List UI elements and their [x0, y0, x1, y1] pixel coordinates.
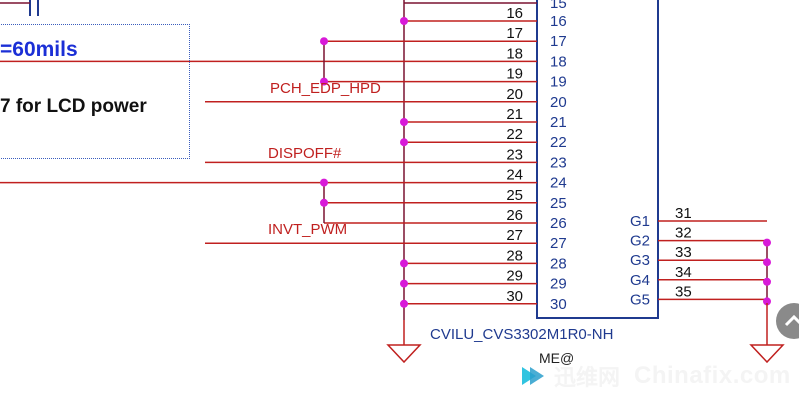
- net-label-invt-pwm: INVT_PWM: [268, 221, 347, 238]
- junction-pin-22: [400, 138, 408, 147]
- capacitor-symbol: [29, 0, 39, 16]
- pin-number-21: 21: [550, 114, 567, 131]
- pin-number-25: 25: [550, 195, 567, 212]
- wire-number-21: 21: [506, 106, 523, 123]
- wires-layer: [0, 0, 771, 320]
- trace-width-note: =60mils: [0, 38, 78, 61]
- me-label: ME@: [539, 350, 574, 366]
- watermark-english: Chinafix.com: [634, 362, 791, 389]
- watermark-badge: 迅维网 Chinafix.com: [520, 356, 799, 396]
- trace-note-box: [0, 24, 190, 159]
- junction-gnd-G4: [763, 277, 771, 286]
- watermark-chinese: 迅维网: [554, 365, 621, 390]
- wire-number-17: 17: [506, 25, 523, 42]
- gnd-pin-label-G2: G2: [630, 233, 650, 250]
- junction-pin-29: [400, 279, 408, 288]
- pin-number-15: 15: [550, 0, 567, 12]
- wire-number-16: 16: [506, 5, 523, 22]
- gnd-pin-label-G4: G4: [630, 272, 650, 289]
- gnd-wire-number-32: 32: [675, 225, 692, 242]
- gnd-wire-number-31: 31: [675, 205, 692, 222]
- gnd-pin-label-G5: G5: [630, 291, 650, 308]
- connector-body: [536, 0, 659, 319]
- net-label-dispoff: DISPOFF#: [268, 145, 342, 162]
- lcd-power-note: 7 for LCD power: [0, 96, 147, 117]
- wire-number-28: 28: [506, 247, 523, 264]
- scroll-up-button[interactable]: [776, 303, 799, 339]
- wire-number-18: 18: [506, 45, 523, 62]
- wire-number-26: 26: [506, 207, 523, 224]
- pin-number-26: 26: [550, 215, 567, 232]
- junction-pin-28: [400, 259, 408, 268]
- wire-number-30: 30: [506, 288, 523, 305]
- wire-number-24: 24: [506, 167, 523, 184]
- wire-number-19: 19: [506, 66, 523, 83]
- pin-number-18: 18: [550, 53, 567, 70]
- pin-number-16: 16: [550, 13, 567, 30]
- pin-number-29: 29: [550, 276, 567, 293]
- gnd-wire-number-33: 33: [675, 244, 692, 261]
- chinafix-logo-icon: [520, 363, 546, 389]
- gnd-pin-label-G1: G1: [630, 213, 650, 230]
- junction-strap-19: [320, 77, 328, 86]
- pin-number-22: 22: [550, 134, 567, 151]
- junction-pin-21: [400, 118, 408, 126]
- gnd-wire-number-35: 35: [675, 283, 692, 300]
- gnd-pin-label-G3: G3: [630, 252, 650, 269]
- ground-symbol-left: [386, 320, 422, 364]
- junction-strap-25: [320, 198, 328, 207]
- pin-number-27: 27: [550, 235, 567, 252]
- pin-number-19: 19: [550, 74, 567, 91]
- wire-number-29: 29: [506, 268, 523, 285]
- junction-strap-17: [320, 37, 328, 46]
- wire-number-23: 23: [506, 146, 523, 163]
- gnd-wire-number-34: 34: [675, 264, 692, 281]
- junction-pin-16: [400, 17, 408, 25]
- junction-gnd-G3: [763, 258, 771, 267]
- ground-symbol-right: [749, 303, 785, 364]
- junction-gnd-G2: [763, 238, 771, 247]
- junction-gnd-G5: [763, 297, 771, 306]
- wire-number-22: 22: [506, 126, 523, 143]
- pin-number-23: 23: [550, 154, 567, 171]
- wire-number-25: 25: [506, 187, 523, 204]
- pin-number-28: 28: [550, 255, 567, 272]
- chevron-up-icon: [784, 314, 799, 327]
- net-label-pch-edp-hpd: PCH_EDP_HPD: [270, 80, 381, 97]
- pin-number-30: 30: [550, 296, 567, 313]
- junction-pin-30: [400, 299, 408, 308]
- pin-number-17: 17: [550, 33, 567, 50]
- wire-number-20: 20: [506, 86, 523, 103]
- junction-strap-24: [320, 178, 328, 187]
- pin-number-24: 24: [550, 175, 567, 192]
- pin-number-20: 20: [550, 94, 567, 111]
- wire-number-27: 27: [506, 227, 523, 244]
- connector-part-number: CVILU_CVS3302M1R0-NH: [430, 326, 613, 343]
